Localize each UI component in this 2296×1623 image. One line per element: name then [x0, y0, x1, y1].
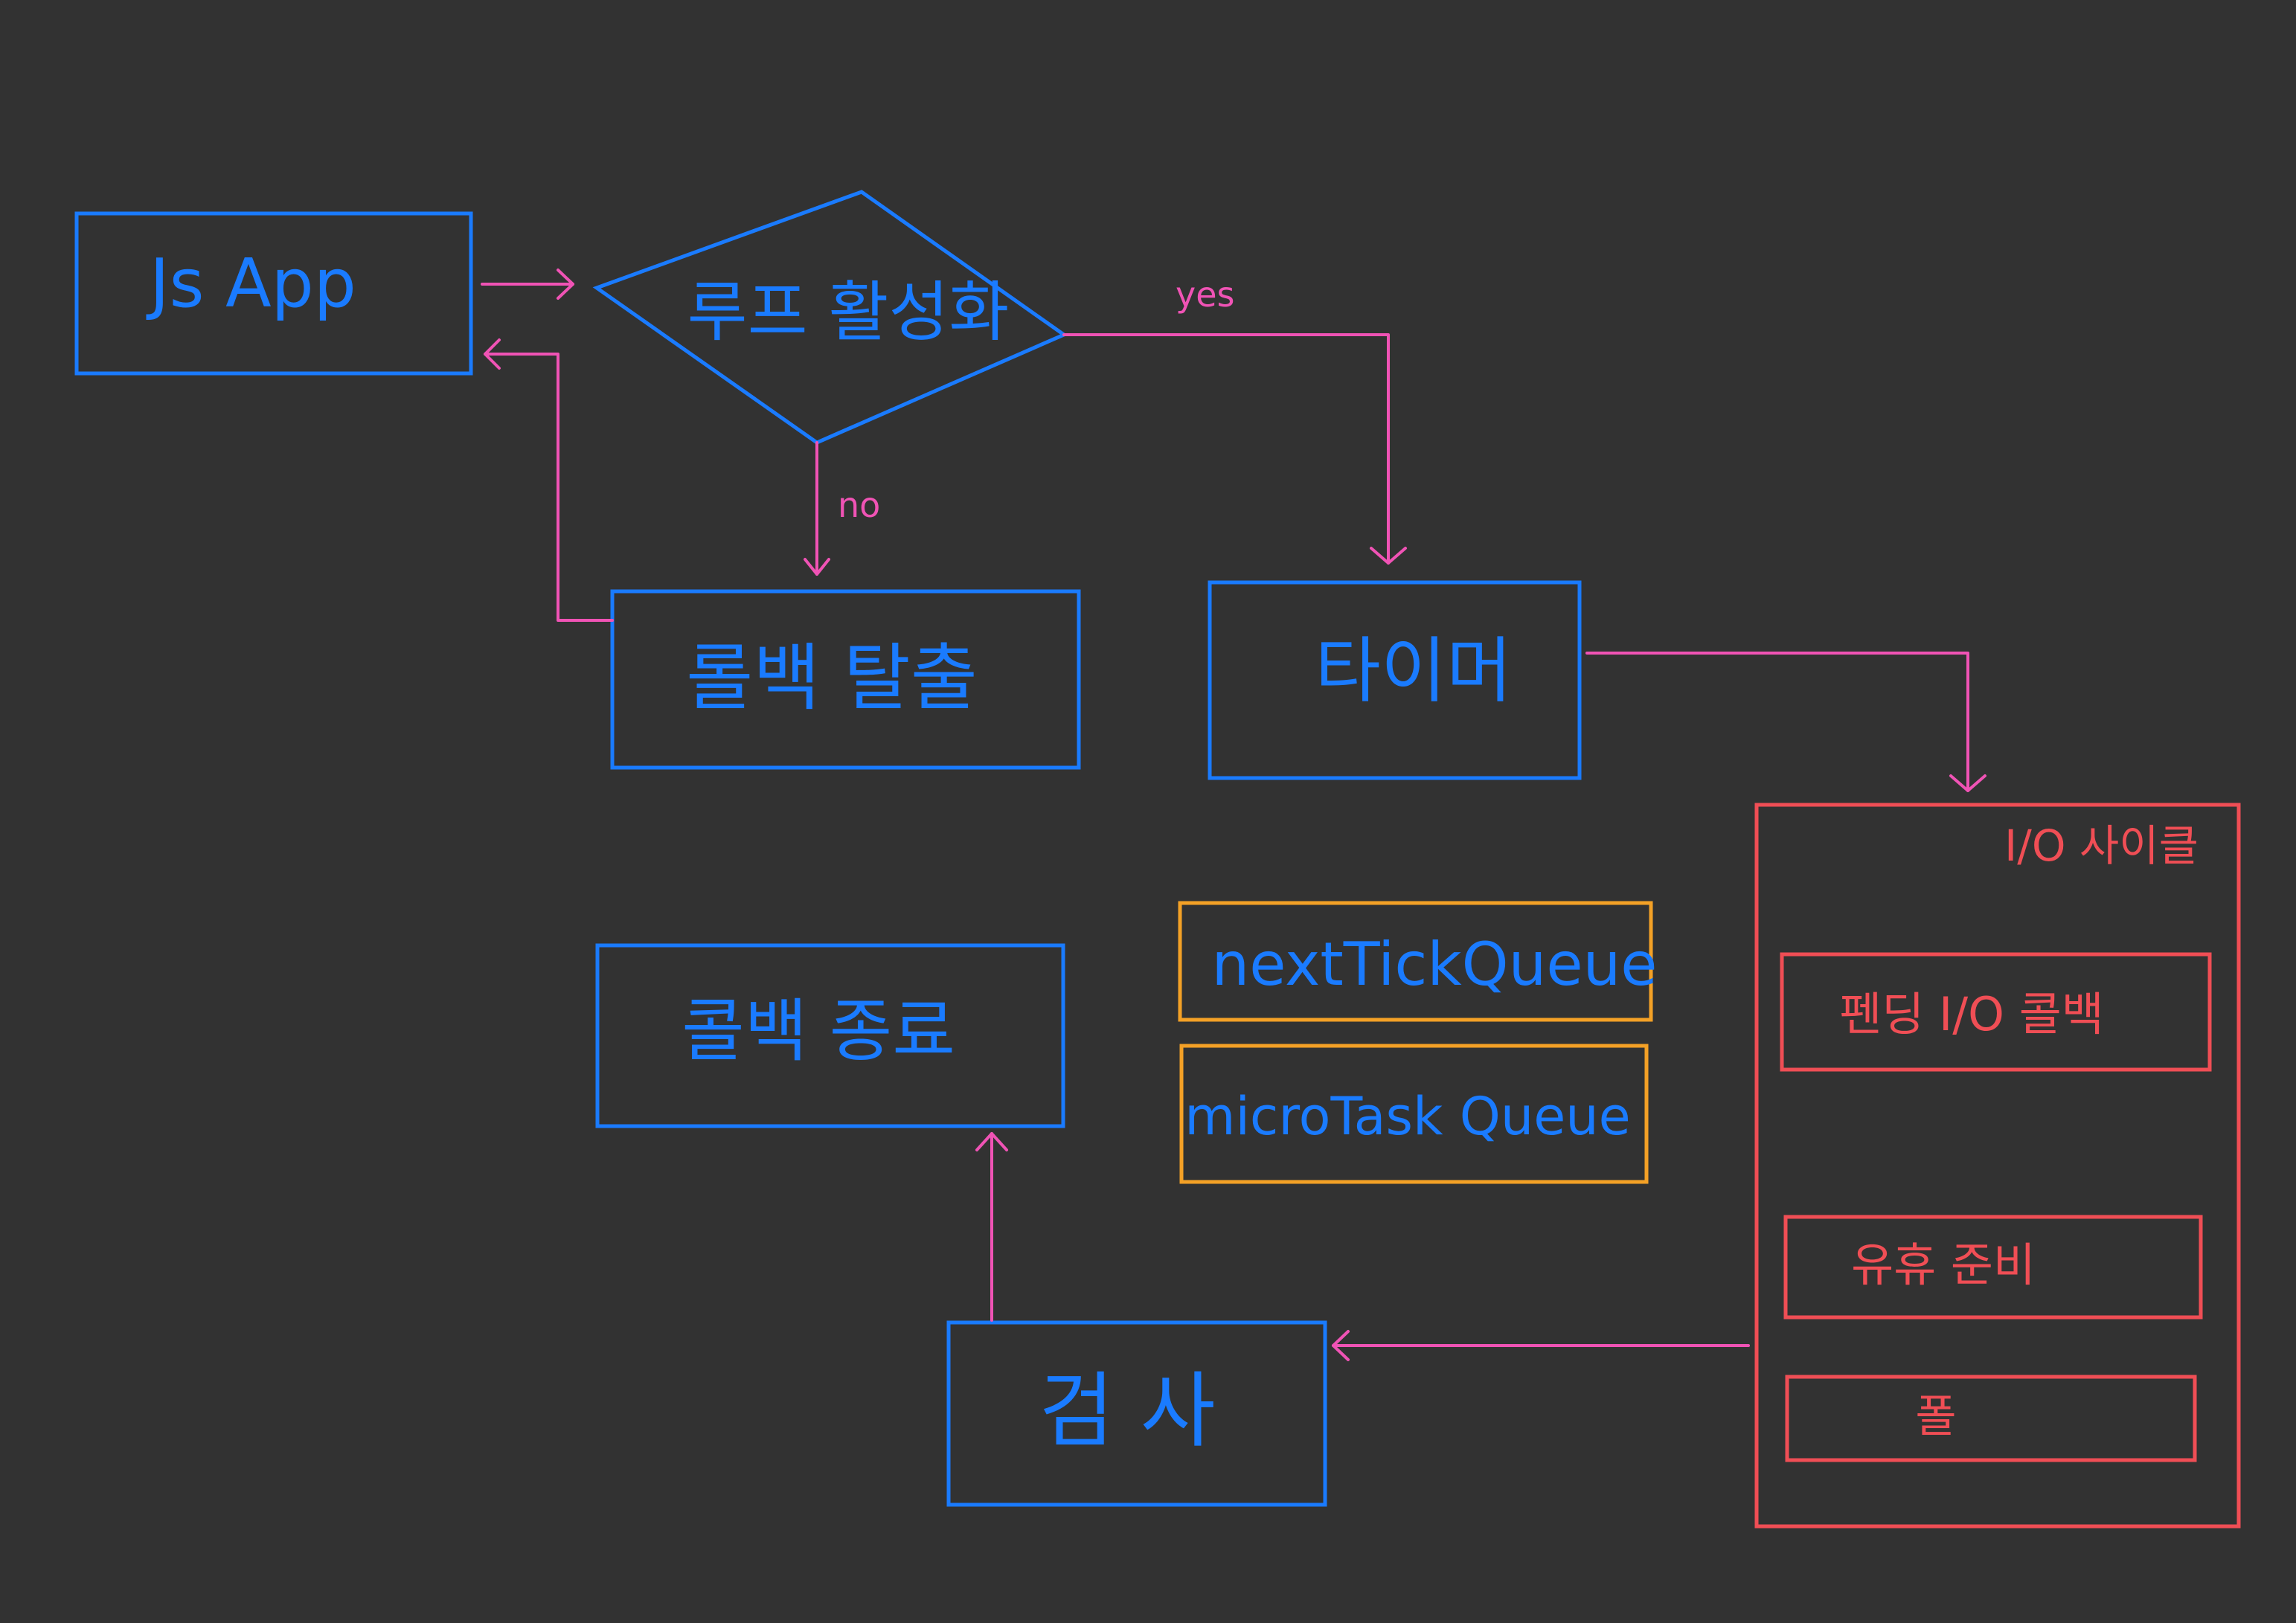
check-box	[946, 1320, 1327, 1507]
poll-label: 폴	[1915, 1391, 1956, 1443]
rollback-exit-label: 롤백 탈출	[686, 636, 978, 721]
micro-task-queue-label: microTask Queue	[1184, 1086, 1630, 1147]
next-tick-queue-label: nextTickQueue	[1212, 930, 1658, 999]
check-label: 검 사	[1039, 1363, 1215, 1459]
micro-task-queue-box	[1179, 1044, 1649, 1184]
arrow-io-cycle-to-check	[1332, 1330, 1750, 1361]
idle-prepare-label: 유휴 준비	[1851, 1238, 2036, 1292]
arrow-check-to-callback-end	[975, 1132, 1008, 1322]
poll-box	[1785, 1375, 2197, 1462]
next-tick-queue-box	[1178, 901, 1653, 1022]
pending-io-callback-box	[1780, 952, 2212, 1072]
edge-label-no: no	[838, 485, 880, 525]
io-cycle-label: I/O 사이클	[2004, 820, 2199, 871]
timer-box	[1208, 580, 1582, 780]
js-app-label: Js App	[146, 245, 356, 323]
callback-end-box	[595, 943, 1065, 1128]
rollback-exit-box	[610, 589, 1081, 770]
io-cycle-container	[1754, 803, 2241, 1529]
edge-label-yes: yes	[1176, 274, 1235, 315]
idle-prepare-box	[1783, 1215, 2203, 1320]
timer-label: 타이머	[1315, 629, 1513, 713]
arrow-rollback-to-js-app	[484, 338, 614, 622]
arrow-loop-to-rollback	[804, 441, 830, 576]
loop-active-label: 루프 활성화	[687, 274, 1010, 350]
arrow-js-app-to-loop	[481, 269, 574, 300]
callback-end-label: 콜백 종료	[682, 992, 955, 1071]
pending-io-callback-label: 펜딩 I/O 콜백	[1839, 987, 2104, 1041]
js-app-box	[74, 211, 473, 376]
arrow-loop-to-timer	[1062, 333, 1407, 565]
arrow-timer-to-io-cycle	[1585, 652, 1986, 792]
